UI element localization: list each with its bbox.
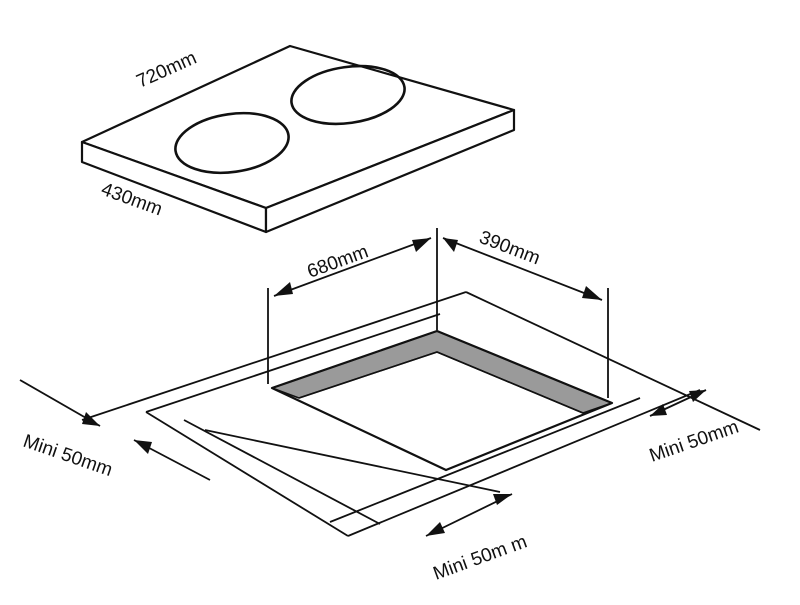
arrowhead-front-clearance-2	[493, 494, 512, 505]
arrowhead-390-left	[443, 238, 458, 252]
dimension-line-680	[273, 237, 432, 297]
right-clearance-label: Mini 50mm	[647, 417, 742, 467]
hob-right-edge	[264, 108, 516, 234]
cutout-dimension-arrows	[274, 238, 602, 300]
worktop-back-right-edge	[465, 291, 761, 431]
hob-length-label: 720mm	[133, 48, 199, 93]
arrowhead-right-clearance-2	[689, 390, 706, 402]
cutout	[270, 329, 614, 472]
burner-left	[174, 111, 290, 175]
front-clearance-label: Mini 50m m	[431, 531, 530, 584]
worktop-inner-left-edge	[145, 313, 441, 413]
worktop	[81, 291, 761, 537]
left-clearance-arrows	[82, 412, 152, 454]
worktop-left-front-edge	[145, 411, 349, 537]
cutout-dimension-lines	[267, 228, 609, 398]
arrowhead-680-right	[412, 238, 431, 252]
arrowhead-680-left	[274, 282, 293, 296]
cutout-outline	[270, 329, 614, 472]
worktop-left-edge-3	[204, 429, 501, 493]
cutout-shaded-rim	[271, 330, 613, 414]
worktop-left-edge-2	[183, 419, 381, 525]
worktop-back-left-edge	[81, 291, 467, 421]
cutout-inner-edge	[298, 351, 584, 414]
worktop-front-inner-edge	[329, 397, 641, 523]
arrowhead-390-right	[582, 286, 602, 300]
burner-right	[290, 64, 406, 126]
dimension-line-390	[442, 237, 603, 301]
arrowhead-left-clearance-2	[134, 440, 152, 454]
hob	[80, 44, 516, 234]
left-clearance-marker	[19, 379, 211, 481]
left-clearance-label: Mini 50mm	[20, 431, 115, 481]
cutout-length-label: 680mm	[305, 241, 372, 282]
arrowhead-right-clearance-1	[650, 404, 667, 416]
arrowhead-left-clearance-1	[82, 412, 100, 426]
worktop-front-edge	[347, 389, 701, 537]
arrowhead-front-clearance-1	[426, 522, 445, 536]
front-clearance-arrows	[426, 494, 512, 536]
right-clearance-arrows	[650, 390, 706, 416]
